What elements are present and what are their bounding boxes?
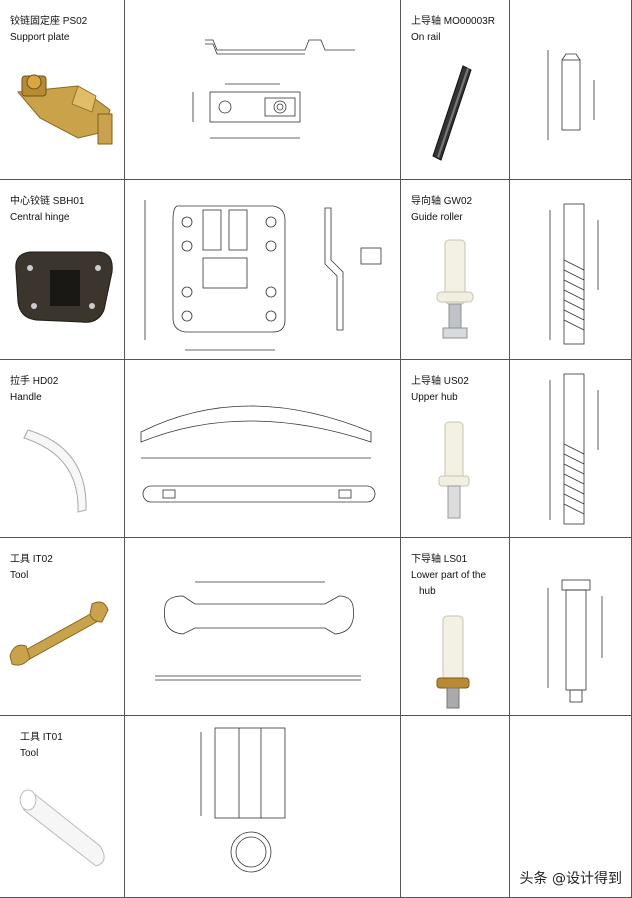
part-name: Tool	[20, 748, 39, 759]
cell-photo-lower-hub: 下导轴 LS01 Lower part of the hub	[401, 538, 510, 716]
part-name: Central hinge	[10, 212, 70, 223]
cell-photo-guide-roller: 导向轴 GW02 Guide roller	[401, 180, 510, 360]
handle-photo	[23, 429, 87, 513]
part-name: Handle	[10, 392, 42, 403]
part-code: 铰链固定座 PS02	[10, 16, 88, 27]
cell-drawing-handle	[125, 360, 401, 538]
lower-hub-drawing	[547, 579, 603, 703]
cell-photo-support-plate: 铰链固定座 PS02 Support plate	[0, 0, 125, 180]
guide-roller-drawing	[549, 203, 599, 345]
part-label: 工具 IT01 Tool	[20, 730, 63, 762]
part-name: Tool	[10, 570, 29, 581]
tube-photo	[19, 789, 105, 867]
part-code: 上导轴 US02	[411, 376, 469, 387]
part-code: 工具 IT02	[10, 554, 53, 565]
wrench-drawing	[155, 581, 361, 681]
guide-roller-photo	[436, 239, 474, 339]
cell-photo-tool-it02: 工具 IT02 Tool	[0, 538, 125, 716]
cell-drawing-tool-it02	[125, 538, 401, 716]
cell-drawing-guide-roller	[510, 180, 632, 360]
part-label: 铰链固定座 PS02 Support plate	[10, 14, 87, 46]
part-name: Upper hub	[411, 392, 458, 403]
part-label: 拉手 HD02 Handle	[10, 374, 58, 406]
part-code: 导向轴 GW02	[411, 196, 473, 207]
part-name: On rail	[411, 32, 441, 43]
cell-photo-tool-it01: 工具 IT01 Tool	[0, 716, 125, 898]
part-name: Lower part of the	[411, 570, 487, 581]
cell-drawing-upper-hub	[510, 360, 632, 538]
cell-drawing-tool-it01	[125, 716, 401, 898]
part-name-line-2: hub	[419, 586, 436, 597]
cell-empty-1	[401, 716, 510, 898]
part-name: Guide roller	[411, 212, 463, 223]
support-plate-photo	[17, 74, 113, 145]
cell-drawing-support-plate	[125, 0, 401, 180]
cell-photo-on-rail: 上导轴 MO00003R On rail	[401, 0, 510, 180]
upper-hub-photo	[438, 421, 470, 519]
part-code: 拉手 HD02	[10, 376, 59, 387]
part-label: 中心铰链 SBH01 Central hinge	[10, 194, 84, 226]
part-code: 中心铰链 SBH01	[10, 196, 85, 207]
on-rail-drawing	[547, 50, 595, 140]
cell-drawing-on-rail	[510, 0, 632, 180]
part-label: 上导轴 MO00003R On rail	[411, 14, 495, 46]
part-label: 下导轴 LS01 Lower part of the hub	[411, 552, 486, 600]
part-name: Support plate	[10, 32, 70, 43]
part-label: 上导轴 US02 Upper hub	[411, 374, 469, 406]
cell-drawing-central-hinge	[125, 180, 401, 360]
on-rail-photo	[432, 65, 472, 161]
cell-drawing-lower-hub	[510, 538, 632, 716]
lower-hub-photo	[436, 615, 470, 709]
wrench-photo	[9, 601, 109, 666]
watermark: 头条 @设计得到	[519, 871, 622, 887]
cell-photo-central-hinge: 中心铰链 SBH01 Central hinge	[0, 180, 125, 360]
cell-photo-upper-hub: 上导轴 US02 Upper hub	[401, 360, 510, 538]
support-plate-drawing	[192, 39, 355, 139]
handle-drawing	[140, 405, 376, 503]
cell-photo-handle: 拉手 HD02 Handle	[0, 360, 125, 538]
part-label: 工具 IT02 Tool	[10, 552, 53, 584]
part-code: 下导轴 LS01	[411, 554, 468, 565]
upper-hub-drawing	[549, 373, 599, 525]
part-code: 上导轴 MO00003R	[411, 16, 495, 27]
tube-drawing	[200, 727, 286, 873]
central-hinge-drawing	[144, 200, 382, 351]
part-label: 导向轴 GW02 Guide roller	[411, 194, 472, 226]
central-hinge-photo	[15, 251, 113, 323]
part-code: 工具 IT01	[20, 732, 63, 743]
